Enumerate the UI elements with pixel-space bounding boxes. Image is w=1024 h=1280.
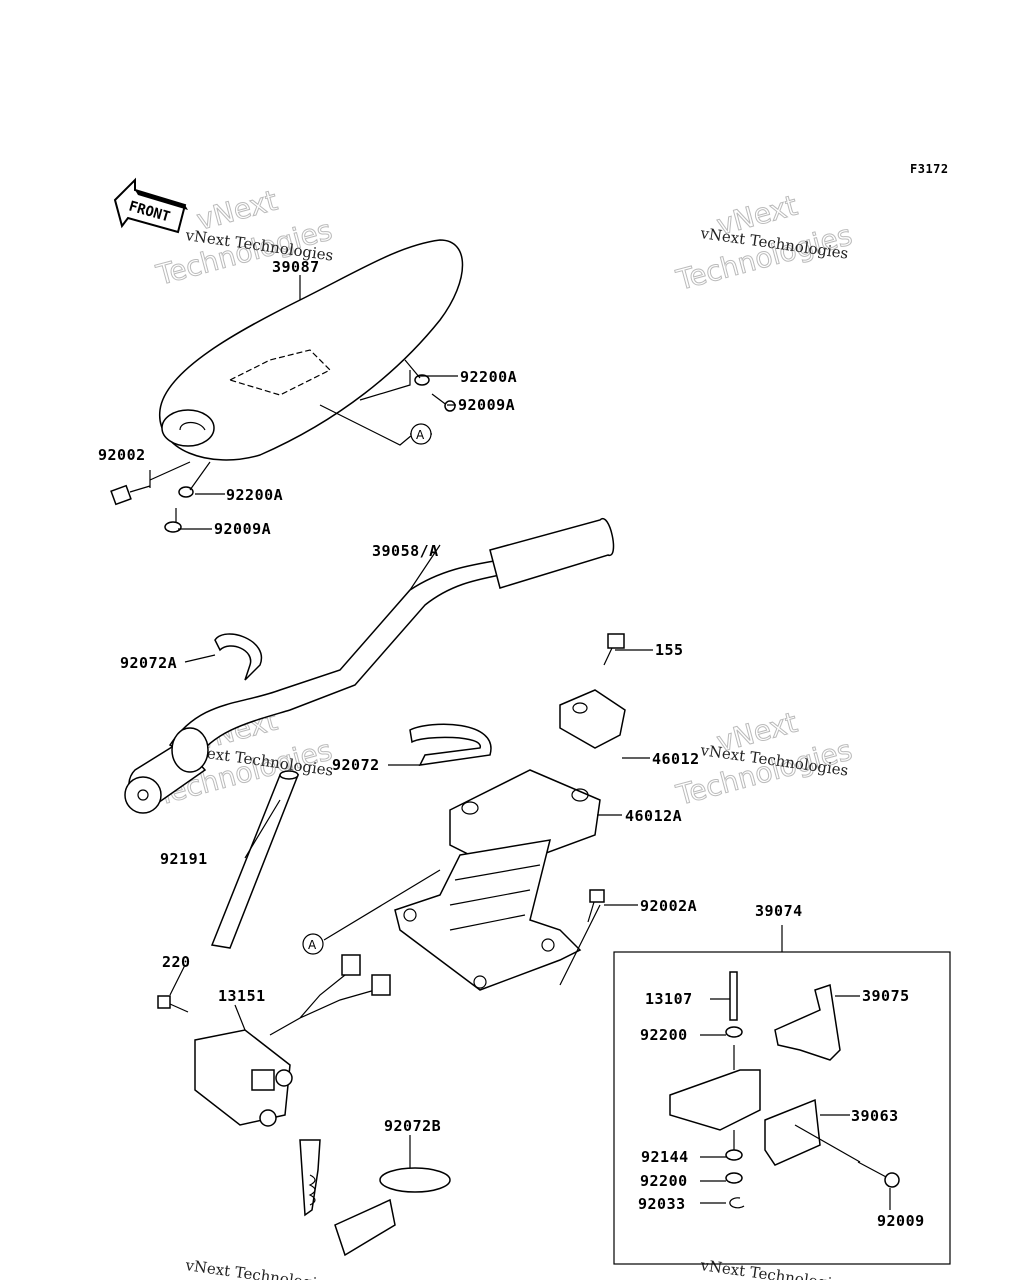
watermark: vNext Technologies (698, 1256, 849, 1280)
part-label: 92200A (226, 486, 283, 504)
callout-a: A (302, 933, 324, 955)
figure-code: F3172 (910, 162, 949, 176)
pin (729, 971, 738, 1021)
spring-icon (725, 1149, 743, 1161)
bolt-icon (431, 393, 456, 412)
part-label: 92072 (332, 756, 380, 774)
part-label: 92002A (640, 897, 697, 915)
bolt-icon (603, 633, 625, 666)
part-label: 220 (162, 953, 191, 971)
part-label: 92072B (384, 1117, 441, 1135)
washer-icon (178, 486, 194, 498)
part-label: 13151 (218, 987, 266, 1005)
housing (669, 1069, 761, 1131)
part-label: 92009A (458, 396, 515, 414)
part-label: 92072A (120, 654, 177, 672)
part-label: 155 (655, 641, 684, 659)
bolt-icon (157, 995, 189, 1013)
part-label: 92144 (641, 1148, 689, 1166)
bolt-icon (110, 484, 151, 506)
part-label: 39075 (862, 987, 910, 1005)
handle-holder (449, 769, 601, 871)
steering-post (394, 839, 582, 991)
handlebar-cover (159, 239, 464, 461)
rod (210, 774, 300, 949)
part-label: 92191 (160, 850, 208, 868)
band-clamp (409, 723, 492, 766)
callout-letter: A (416, 428, 425, 442)
front-arrow-icon: FRONT (113, 177, 188, 234)
band-clamp (214, 633, 263, 681)
part-label: 46012A (625, 807, 682, 825)
part-label: 13107 (645, 990, 693, 1008)
circlip-icon (729, 1197, 745, 1209)
cover-block (764, 1098, 821, 1166)
clamp-upper (559, 689, 626, 749)
washer-icon (414, 374, 430, 386)
watermark: vNext Technologies (183, 1256, 334, 1280)
callout-letter: A (308, 938, 317, 952)
handlebar (124, 517, 615, 814)
part-label: 39058/A (372, 542, 439, 560)
bolt-icon (587, 889, 605, 923)
part-label: 39063 (851, 1107, 899, 1125)
part-label: 92200 (640, 1172, 688, 1190)
washer-icon (725, 1026, 743, 1038)
part-label: 92002 (98, 446, 146, 464)
lanyard-clip (299, 1139, 321, 1217)
callout-a: A (410, 423, 432, 445)
band-clamp (379, 1167, 451, 1193)
part-label: 92200 (640, 1026, 688, 1044)
part-label: 39087 (272, 258, 320, 276)
part-label: 92009A (214, 520, 271, 538)
part-label: 39074 (755, 902, 803, 920)
part-label: 92200A (460, 368, 517, 386)
lever (774, 984, 841, 1061)
bolt-icon (164, 508, 182, 533)
screw-icon (857, 1161, 900, 1188)
washer-icon (725, 1172, 743, 1184)
part-label: 92009 (877, 1212, 925, 1230)
part-label: 92033 (638, 1195, 686, 1213)
part-label: 46012 (652, 750, 700, 768)
